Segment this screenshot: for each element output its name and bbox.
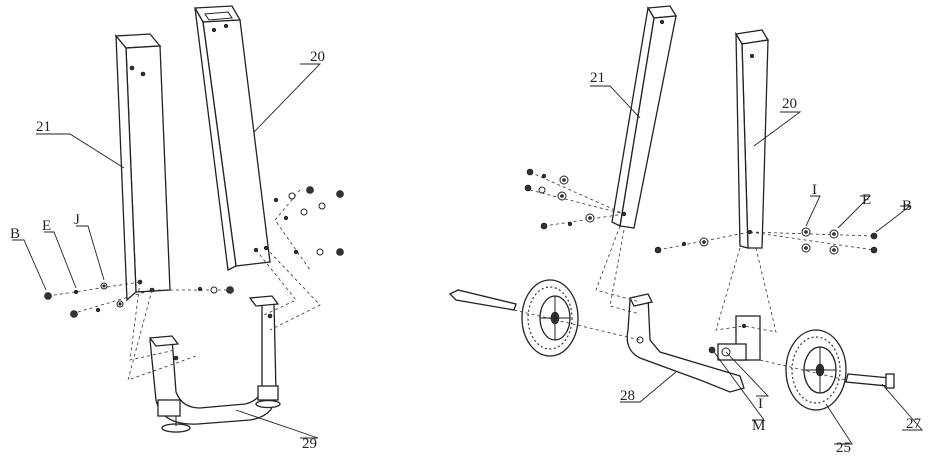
label-part-21-right: 21 (590, 70, 605, 86)
left-exploded-view: 21 20 29 B E J (10, 5, 344, 452)
label-part-21-left: 21 (36, 119, 51, 135)
label-B-left: B (10, 226, 20, 242)
right-wheel-left (521, 279, 579, 357)
left-u-frame-29 (148, 295, 281, 433)
right-exploded-view: 21 20 28 25 27 I E B I M (448, 5, 923, 456)
label-part-27: 27 (906, 416, 922, 432)
right-wheel-right (785, 329, 847, 411)
label-E-right: E (862, 192, 871, 208)
right-axle-frame-28 (626, 293, 761, 393)
left-tube-20 (193, 5, 271, 271)
left-hardware (44, 186, 344, 318)
right-tube-20 (734, 29, 770, 249)
label-I-bottom: I (758, 396, 763, 412)
label-part-20-left: 20 (310, 49, 325, 65)
right-hardware (524, 168, 878, 255)
label-B-right: B (902, 198, 912, 214)
label-part-29: 29 (302, 436, 317, 452)
right-dashed-guides (513, 171, 875, 381)
label-part-20-right: 20 (782, 96, 797, 112)
label-part-25: 25 (836, 440, 851, 456)
left-tube-21 (114, 33, 171, 302)
left-leaders (12, 63, 322, 439)
right-tube-21 (611, 5, 678, 229)
label-J-left: J (74, 212, 80, 228)
label-part-28: 28 (620, 388, 635, 404)
label-M: M (752, 418, 765, 434)
right-axle-bolts (448, 289, 895, 389)
right-leaders (590, 85, 923, 445)
label-E-left: E (42, 218, 51, 234)
left-dashed-guides (47, 189, 321, 381)
label-I-top: I (812, 182, 817, 198)
